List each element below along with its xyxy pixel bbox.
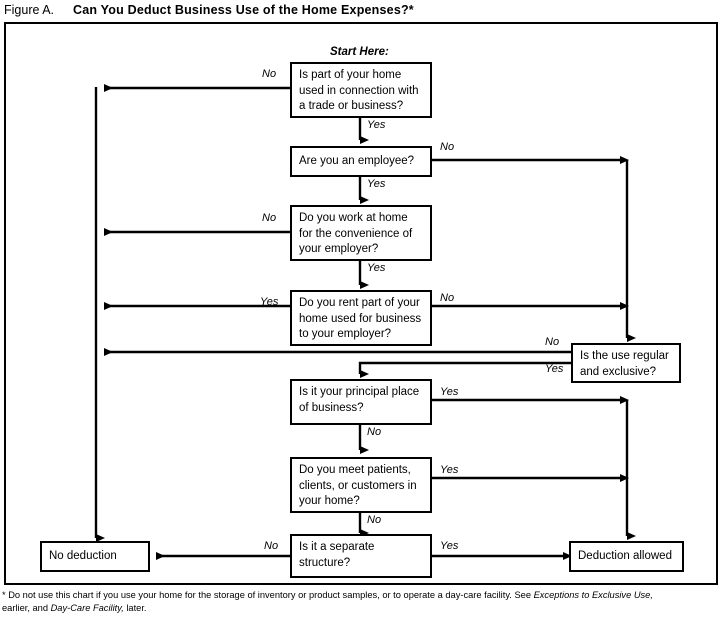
edge-label-rent-no: No: [440, 292, 455, 304]
edge-label-separate-no: No: [264, 540, 279, 552]
edge-label-regular-yes: Yes: [545, 363, 564, 375]
node-no-deduction[interactable]: No deduction: [40, 541, 150, 572]
footnote-line-2-tail: later.: [123, 602, 147, 613]
edge-label-home-business-no: No: [262, 68, 277, 80]
node-employee-text: Are you an employee?: [299, 154, 415, 167]
node-deduction-allowed-text: Deduction allowed: [578, 549, 672, 562]
node-regular-exclusive[interactable]: Is the use regular and exclusive?: [571, 343, 681, 383]
edge-label-principal-yes: Yes: [440, 386, 459, 398]
edge-label-meet-no: No: [367, 514, 382, 526]
edge-label-employee-no: No: [440, 141, 455, 153]
node-deduction-allowed[interactable]: Deduction allowed: [569, 541, 684, 572]
node-meet-clients-text: Do you meet patients, clients, or custom…: [299, 464, 417, 507]
figure-caption-label: Figure A.: [4, 3, 55, 17]
footnote-line-2-text: earlier, and: [2, 602, 51, 613]
node-regular-exclusive-text: Is the use regular and exclusive?: [580, 350, 669, 378]
edge-label-regular-no: No: [545, 336, 560, 348]
footnote-line-1-italic: Exceptions to Exclusive Use,: [533, 590, 653, 600]
node-employee[interactable]: Are you an employee?: [290, 146, 432, 177]
footnote-line-1: * Do not use this chart if you use your …: [2, 589, 723, 602]
edge-label-principal-no: No: [367, 426, 382, 438]
node-principal-place[interactable]: Is it your principal place of business?: [290, 379, 432, 425]
edge-label-convenience-no: No: [262, 212, 277, 224]
start-here-label: Start Here:: [330, 46, 389, 58]
footnote: * Do not use this chart if you use your …: [2, 589, 723, 614]
figure-caption-title: Can You Deduct Business Use of the Home …: [73, 3, 414, 17]
node-home-business-use[interactable]: Is part of your home used in connection …: [290, 62, 432, 118]
node-rent-to-employer[interactable]: Do you rent part of your home used for b…: [290, 290, 432, 346]
edge-label-employee-yes: Yes: [367, 178, 386, 190]
edge-label-separate-yes: Yes: [440, 540, 459, 552]
node-convenience-text: Do you work at home for the convenience …: [299, 212, 413, 255]
footnote-line-1-text: * Do not use this chart if you use your …: [2, 590, 534, 600]
footnote-line-2: earlier, and Day-Care Facility, later.: [2, 602, 723, 615]
figure-caption: Figure A. Can You Deduct Business Use of…: [4, 3, 414, 17]
edge-label-convenience-yes: Yes: [367, 262, 386, 274]
node-meet-clients[interactable]: Do you meet patients, clients, or custom…: [290, 457, 432, 513]
edge-label-home-business-yes: Yes: [367, 119, 386, 131]
node-separate-structure[interactable]: Is it a separate structure?: [290, 534, 432, 578]
node-principal-place-text: Is it your principal place of business?: [299, 386, 420, 414]
node-no-deduction-text: No deduction: [49, 549, 117, 562]
node-home-business-use-text: Is part of your home used in connection …: [299, 69, 419, 112]
footnote-line-2-italic: Day-Care Facility,: [50, 602, 124, 613]
edge-label-rent-yes: Yes: [260, 296, 279, 308]
edge-label-meet-yes: Yes: [440, 464, 459, 476]
node-convenience[interactable]: Do you work at home for the convenience …: [290, 205, 432, 261]
node-rent-to-employer-text: Do you rent part of your home used for b…: [299, 297, 422, 340]
node-separate-structure-text: Is it a separate structure?: [299, 541, 375, 569]
